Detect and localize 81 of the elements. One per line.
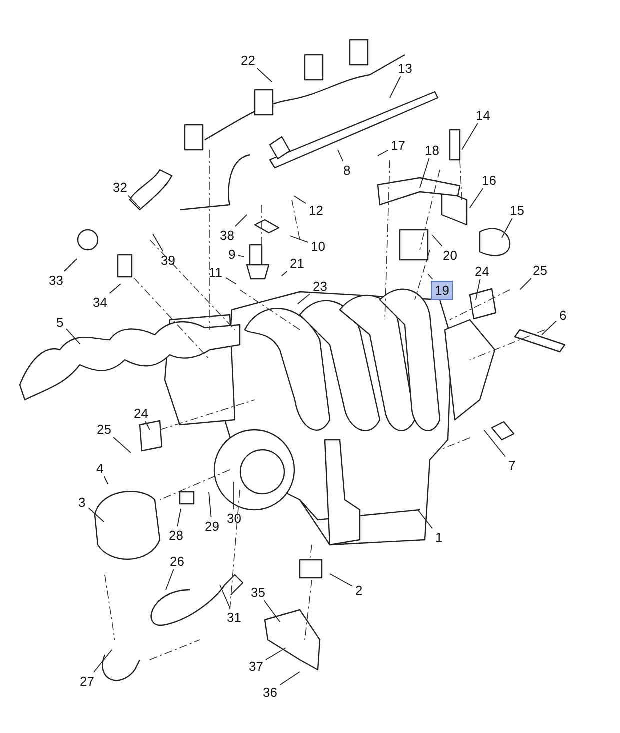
leader-line: [338, 150, 344, 162]
leader-line: [502, 218, 513, 238]
callout-number: 34: [91, 294, 110, 310]
leader-line: [208, 492, 212, 518]
callout-number: 25: [95, 422, 114, 436]
leader-line: [420, 158, 430, 188]
callout-number: 1: [434, 530, 445, 544]
callout-number: 30: [225, 510, 244, 526]
leader-line: [294, 196, 306, 204]
callout-number: 24: [132, 406, 150, 420]
callout-number: 28: [167, 528, 186, 542]
callout-number: 19: [431, 280, 454, 300]
leader-line: [235, 214, 248, 227]
callout-number: 22: [239, 52, 258, 68]
callout-number: 27: [78, 674, 96, 688]
callout-number: 2: [354, 582, 365, 598]
callout-number: 21: [288, 256, 306, 270]
callout-number: 29: [203, 518, 222, 534]
callout-number: 10: [309, 238, 328, 254]
leader-line: [520, 278, 532, 290]
callout-number: 5: [54, 314, 66, 330]
callout-number: 16: [480, 172, 498, 188]
leader-line: [220, 584, 231, 609]
callout-number: 11: [207, 264, 224, 280]
callout-number: 18: [423, 142, 442, 158]
callout-number: 13: [396, 60, 414, 76]
leader-line: [177, 508, 182, 527]
callout-number: 33: [47, 272, 66, 288]
callout-number: 4: [94, 460, 106, 476]
callout-number: 25: [531, 262, 550, 278]
callout-number: 36: [261, 684, 280, 700]
leader-line: [104, 476, 108, 484]
leader-line: [418, 510, 433, 530]
leader-line: [152, 234, 164, 252]
callout-number: 39: [159, 252, 178, 268]
callout-number: 38: [218, 228, 236, 242]
leader-line: [542, 320, 557, 336]
leader-line: [166, 569, 174, 590]
callout-number: 8: [342, 162, 353, 178]
leader-line: [264, 600, 280, 622]
callout-number: 23: [311, 278, 330, 294]
leader-line: [282, 271, 288, 276]
leader-line: [428, 274, 434, 280]
leader-line: [128, 195, 140, 208]
leader-line: [280, 672, 300, 686]
leader-line: [290, 236, 308, 243]
leader-line: [226, 278, 236, 284]
callout-number: 3: [76, 494, 88, 510]
leader-line: [330, 574, 353, 587]
callout-number: 32: [111, 180, 130, 194]
callout-number: 24: [473, 264, 492, 278]
callout-number: 31: [225, 610, 244, 624]
leader-line: [378, 150, 388, 156]
leader-line: [266, 648, 286, 660]
leader-line: [109, 284, 122, 294]
callout-number: 26: [168, 554, 186, 568]
leader-line: [484, 430, 506, 458]
callout-number: 12: [307, 202, 326, 218]
callout-number: 14: [474, 108, 492, 122]
leader-line: [93, 650, 112, 673]
callout-number: 7: [506, 458, 518, 472]
leader-line: [113, 437, 132, 454]
leader-line: [462, 123, 478, 150]
leader-line: [145, 421, 150, 430]
callout-number: 17: [389, 138, 408, 152]
leader-line: [298, 294, 310, 304]
leader-line: [390, 76, 402, 98]
callout-number: 9: [226, 246, 238, 262]
callout-number: 35: [249, 584, 268, 600]
leader-line: [66, 328, 80, 344]
callout-number: 15: [508, 202, 526, 218]
callout-number: 20: [441, 248, 460, 262]
leader-line: [64, 258, 78, 272]
leader-line: [432, 234, 443, 247]
leader-line: [88, 507, 104, 522]
leader-line: [256, 68, 272, 82]
leader-line: [476, 279, 481, 300]
callout-number: 6: [558, 308, 569, 322]
callout-number: 37: [247, 658, 266, 674]
leader-line: [238, 255, 244, 258]
leader-line: [470, 188, 484, 208]
